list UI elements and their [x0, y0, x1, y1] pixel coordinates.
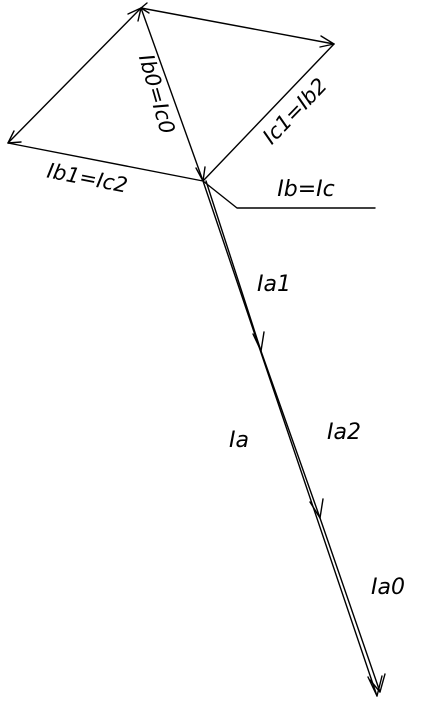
phasor-ia2 [260, 350, 321, 519]
phasor-ic1-ib2 [202, 43, 335, 182]
phasor-quadrilateral [7, 7, 335, 182]
phasor-ia [202, 180, 378, 697]
phasor-top-left-edge [7, 7, 142, 144]
arrowhead-right-corner-icon [319, 35, 335, 48]
arrowhead-ia1-icon [252, 331, 265, 352]
arrowhead-top-right-icon [140, 2, 150, 14]
phasor-ib1-ic2 [7, 142, 204, 182]
ia-arrowheads [252, 331, 386, 697]
arrowhead-ia0-icon [367, 675, 383, 697]
phasor-ia1 [205, 180, 262, 352]
label-ia1: Ia1 [257, 272, 291, 297]
arrowhead-ia-icon [369, 673, 386, 693]
label-ia0: Ia0 [371, 575, 405, 600]
label-ib0-ic0: Ib0=Ic0 [134, 52, 180, 137]
ib-ic-leader-line [202, 180, 376, 209]
phasor-top-right-edge [140, 7, 335, 45]
label-ib-ic: Ib=Ic [277, 177, 334, 202]
arrowhead-left-corner-icon [7, 130, 22, 144]
phasor-ib0-ic0 [140, 7, 204, 182]
arrowhead-ia2-icon [309, 498, 324, 519]
ia-phasors [202, 180, 381, 697]
phasor-ia0 [319, 517, 381, 693]
label-ia: Ia [229, 428, 249, 453]
label-ia2: Ia2 [327, 420, 361, 445]
